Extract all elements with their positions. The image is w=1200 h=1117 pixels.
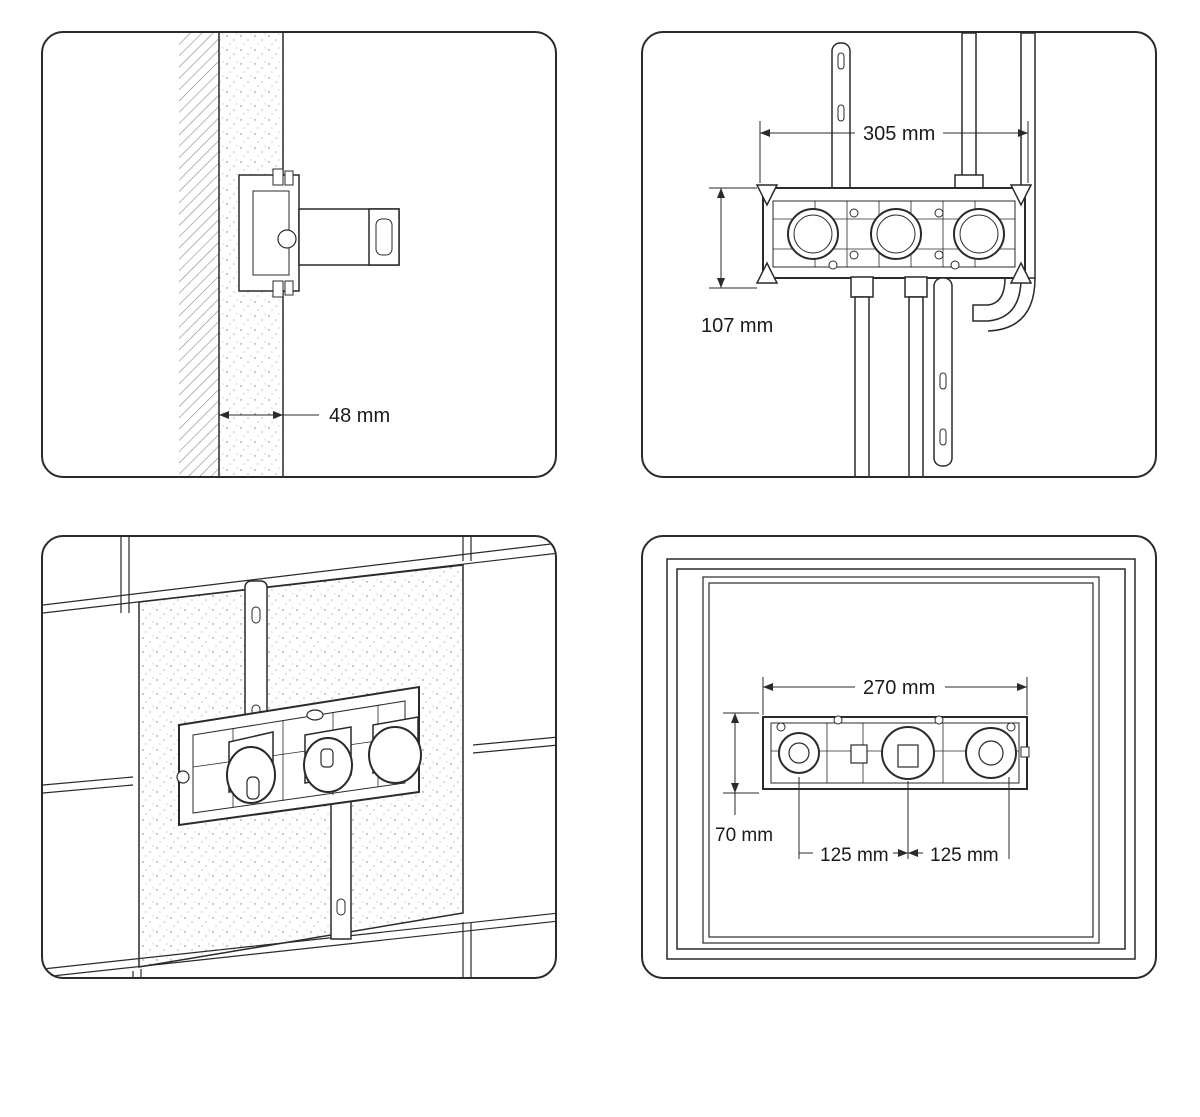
cartridge-center [303,726,353,793]
width-dimension-label: 305 mm [863,123,935,145]
cartridge-right [368,716,422,784]
supply-pipe-left [961,33,977,184]
height-dimension-label: 107 mm [701,315,773,337]
tile-frame-inner [702,576,1100,944]
box-front-drawing: 305 mm 107 mm [701,33,1036,476]
cut-out-drawing: 270 mm 70 mm 125 mm 125 mm [666,558,1136,960]
panel-wall-depth: 48 mm [41,31,557,478]
outlet-pipe-left [854,296,870,476]
cartridge-left [778,732,820,774]
port-right [953,208,1005,260]
cutout-height-label: 70 mm [715,825,773,846]
panel-box-size: 305 mm 107 mm [641,31,1157,478]
port-center [870,208,922,260]
cutout-width-label: 270 mm [863,677,935,699]
installed-drawing [43,537,555,977]
spacing-right-label: 125 mm [930,845,999,866]
cartridge-left [226,731,276,804]
bottom-bracket [933,277,953,467]
depth-dimension-label: 48 mm [329,405,390,427]
outlet-pipe-right [908,296,924,476]
port-left [787,208,839,260]
tile-frame-outer [666,558,1136,960]
top-bracket [831,42,851,202]
panel-installed [41,535,557,979]
spacing-left-label: 125 mm [820,845,889,866]
bottom-bracket [330,798,352,940]
wall-section-drawing: 48 mm [179,33,400,476]
cartridge-right [965,727,1017,779]
panel-cut-out: 270 mm 70 mm 125 mm 125 mm [641,535,1157,979]
tile-grid [43,537,555,977]
masonry-hatch [179,33,219,476]
